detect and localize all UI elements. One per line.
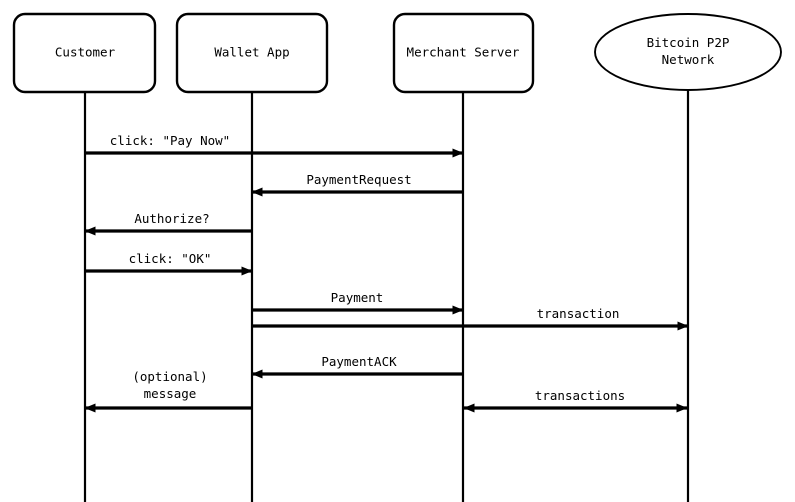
message-transaction[interactable]: transaction xyxy=(252,306,689,331)
participant-shape-ellipse xyxy=(594,13,782,91)
message-label-payment: Payment xyxy=(331,290,384,305)
participant-label-bitcoin-p2p-network: Network xyxy=(662,52,715,67)
message-label-transaction: transaction xyxy=(537,306,620,321)
participant-customer[interactable]: Customer xyxy=(12,12,157,94)
message-payment[interactable]: Payment xyxy=(252,290,464,315)
participant-wallet-app[interactable]: Wallet App xyxy=(175,12,329,94)
messages-layer: click: "Pay Now" PaymentRequestAuthorize?… xyxy=(84,133,689,413)
participant-shape-rect xyxy=(12,12,157,94)
participants-layer: Customer Wallet App Merchant Server Bitcoin… xyxy=(12,12,782,94)
message-label-optional-message: (optional) xyxy=(132,369,207,384)
message-label-optional-message: message xyxy=(144,386,197,401)
message-authorize[interactable]: Authorize? xyxy=(84,211,252,236)
message-label-transactions: transactions xyxy=(535,388,625,403)
lifelines-layer xyxy=(83,90,690,502)
message-click-ok[interactable]: click: "OK" xyxy=(85,251,253,276)
participant-label-merchant-server: Merchant Server xyxy=(407,45,520,60)
message-optional-message[interactable]: (optional) message xyxy=(84,369,252,413)
message-payment-ack[interactable]: PaymentACK xyxy=(251,354,463,379)
message-label-payment-request: PaymentRequest xyxy=(306,172,411,187)
participant-shape-rect xyxy=(175,12,329,94)
message-click-pay-now[interactable]: click: "Pay Now" xyxy=(85,133,464,158)
participant-label-wallet-app: Wallet App xyxy=(214,45,289,60)
message-label-click-pay-now: click: "Pay Now" xyxy=(110,133,230,148)
message-label-authorize: Authorize? xyxy=(134,211,209,226)
message-label-payment-ack: PaymentACK xyxy=(321,354,397,369)
participant-merchant-server[interactable]: Merchant Server xyxy=(392,12,535,94)
participant-bitcoin-p2p-network[interactable]: Bitcoin P2P Network xyxy=(594,13,782,91)
message-transactions[interactable]: transactions xyxy=(463,388,688,413)
message-label-click-ok: click: "OK" xyxy=(129,251,212,266)
message-payment-request[interactable]: PaymentRequest xyxy=(251,172,463,197)
participant-shape-rect xyxy=(392,12,535,94)
participant-label-customer: Customer xyxy=(55,45,116,60)
participant-label-bitcoin-p2p-network: Bitcoin P2P xyxy=(647,35,730,50)
